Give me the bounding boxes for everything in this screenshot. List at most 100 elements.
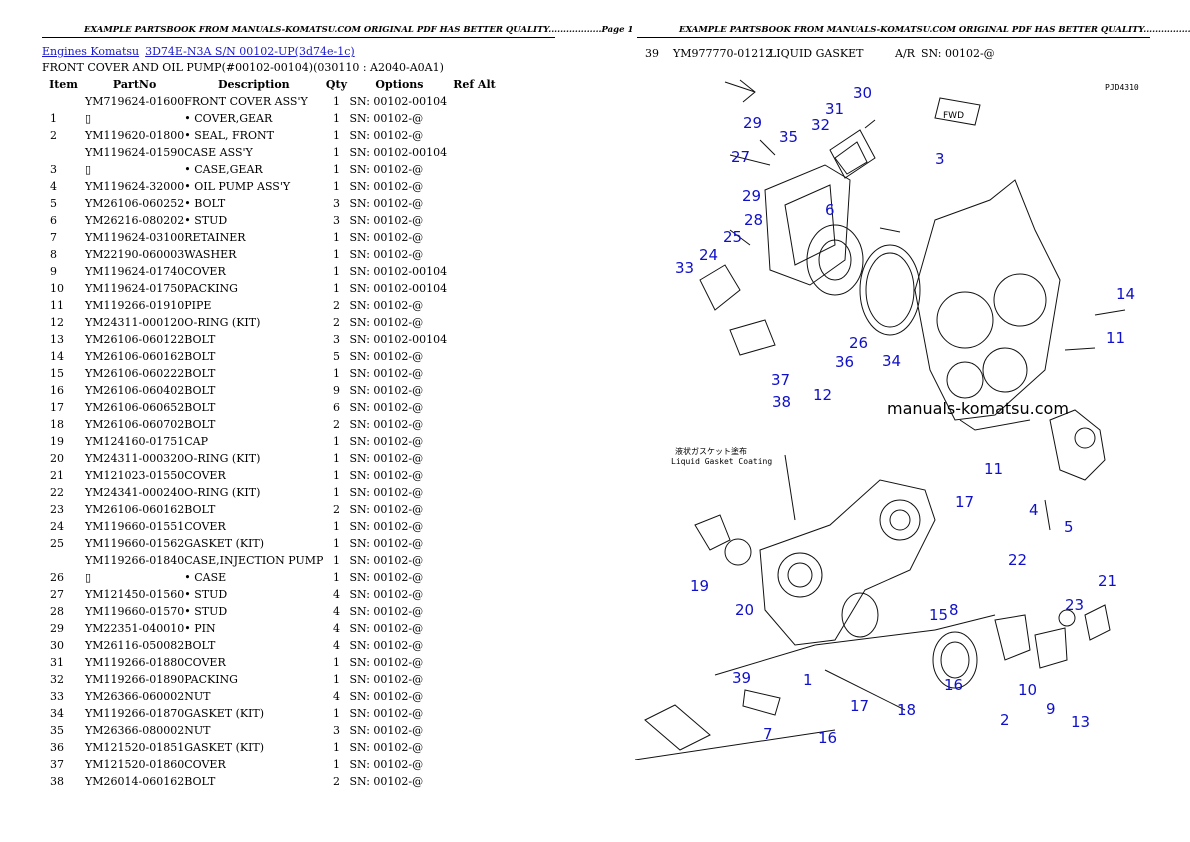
- gasket-34: [859, 244, 921, 336]
- row-qty: 1: [332, 265, 340, 278]
- row-desc: BOLT: [184, 367, 216, 380]
- col-options: Options: [375, 78, 424, 91]
- callout-36: 36: [835, 353, 854, 371]
- row-part: YM24341-000240: [85, 486, 185, 499]
- breadcrumb-link-model[interactable]: 3D74E-N3A S/N 00102-UP(3d74e-1c): [145, 45, 355, 58]
- col-refalt: Ref Alt: [453, 78, 496, 91]
- row-item: 6: [50, 214, 57, 227]
- row-item: 9: [50, 265, 57, 278]
- fwd-label: FWD: [943, 111, 964, 121]
- row-refalt: [449, 535, 499, 552]
- row-part: YM26014-060162: [85, 775, 185, 788]
- row-options: SN: 00102-@: [349, 435, 424, 448]
- row-item: 30: [50, 639, 64, 652]
- row-item: 24: [50, 520, 64, 533]
- row-options: SN: 00102-@: [349, 775, 424, 788]
- row-part: YM26116-050082: [85, 639, 185, 652]
- cover-24: [699, 264, 741, 311]
- en-note: Liquid Gasket Coating: [671, 457, 772, 466]
- callout-14: 14: [1116, 285, 1135, 303]
- callout-20: 20: [735, 601, 754, 619]
- row-qty: 2: [332, 503, 340, 516]
- row-options: SN: 00102-@: [349, 231, 424, 244]
- row-options: SN: 00102-@: [349, 129, 424, 142]
- row-qty: 1: [332, 112, 340, 125]
- row-desc: LIQUID GASKET: [769, 47, 864, 60]
- callout-39: 39: [732, 669, 751, 687]
- row-part: YM26106-060222: [85, 367, 185, 380]
- breadcrumb: Engines Komatsu 3D74E-N3A S/N 00102-UP(3d…: [42, 45, 355, 58]
- row-refalt: [449, 450, 499, 467]
- row-options: SN: 00102-@: [349, 741, 424, 754]
- row-qty: 1: [332, 435, 340, 448]
- o-ring-22: [1058, 609, 1076, 627]
- callout-29: 29: [742, 187, 761, 205]
- row-part: YM121520-01851: [85, 741, 185, 754]
- row-options: SN: 00102-00104: [349, 95, 448, 108]
- row-desc: FRONT COVER ASS'Y: [184, 95, 308, 108]
- row-options: SN: 00102-00104: [349, 333, 448, 346]
- row-qty: 1: [332, 180, 340, 193]
- callout-4: 4: [1029, 501, 1039, 519]
- row-refalt: [449, 773, 499, 790]
- row-qty: 2: [332, 775, 340, 788]
- row-desc: COVER: [184, 520, 226, 533]
- row-part: YM119266-01870: [85, 707, 185, 720]
- row-part: YM121450-01560: [85, 588, 185, 601]
- row-qty: 9: [332, 384, 340, 397]
- row-refalt: [449, 127, 499, 144]
- table-header-row: Item PartNo Description Qty Options Ref …: [42, 76, 499, 93]
- breadcrumb-link-engines[interactable]: Engines Komatsu: [42, 45, 140, 58]
- row-part: YM119624-03100: [85, 231, 185, 244]
- col-item: Item: [49, 78, 78, 91]
- row-qty: 1: [332, 741, 340, 754]
- callout-17: 17: [955, 493, 974, 511]
- callout-28: 28: [744, 211, 763, 229]
- gear-case: [914, 179, 1061, 421]
- row-part: YM977770-01212: [673, 47, 773, 60]
- row-part: YM719624-01600: [85, 95, 185, 108]
- cover-9: [1034, 627, 1068, 669]
- row-item: 10: [50, 282, 64, 295]
- row-refalt: [449, 484, 499, 501]
- row-qty: 1: [332, 282, 340, 295]
- callout-21: 21: [1098, 572, 1117, 590]
- row-part: YM119624-01750: [85, 282, 185, 295]
- row-options: SN: 00102-@: [921, 47, 995, 60]
- row-refalt: [449, 110, 499, 127]
- row-qty: 1: [332, 707, 340, 720]
- row-refalt: [449, 331, 499, 348]
- row-item: 38: [50, 775, 64, 788]
- parts-table: Item PartNo Description Qty Options Ref …: [42, 76, 499, 790]
- row-options: SN: 00102-@: [349, 707, 424, 720]
- row-part: YM22351-040010: [85, 622, 185, 635]
- row-refalt: [449, 569, 499, 586]
- row-options: SN: 00102-@: [349, 367, 424, 380]
- row-refalt: [449, 654, 499, 671]
- row-desc: BOLT: [184, 384, 216, 397]
- callout-34: 34: [882, 352, 901, 370]
- row-item: 13: [50, 333, 64, 346]
- callout-27: 27: [731, 148, 750, 166]
- callout-35: 35: [779, 128, 798, 146]
- row-qty: 1: [332, 163, 340, 176]
- row-qty: 1: [332, 95, 340, 108]
- row-refalt: [449, 144, 499, 161]
- row-refalt: [449, 314, 499, 331]
- row-desc: • SEAL, FRONT: [184, 129, 274, 142]
- row-refalt: [449, 365, 499, 382]
- row-item: 4: [50, 180, 57, 193]
- row-item: 36: [50, 741, 64, 754]
- row-item: [42, 144, 85, 161]
- row-desc: • OIL PUMP ASS'Y: [184, 180, 291, 193]
- row-options: SN: 00102-00104: [349, 282, 448, 295]
- row-qty: 3: [332, 724, 340, 737]
